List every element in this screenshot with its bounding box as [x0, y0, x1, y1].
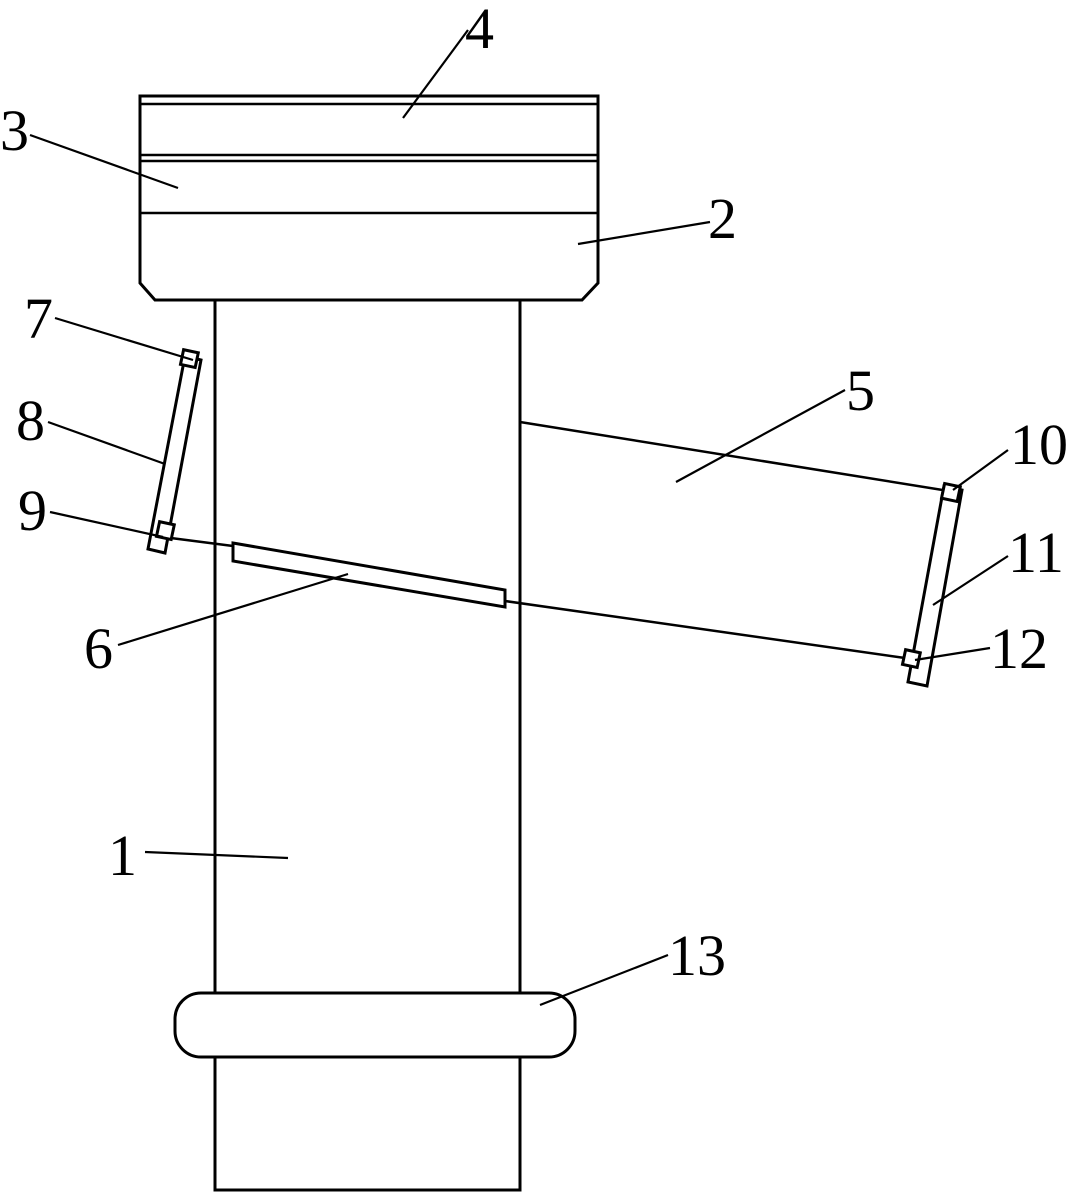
leader-10 — [952, 449, 1009, 491]
leader-5 — [675, 389, 846, 483]
leader-7 — [54, 316, 194, 362]
lower-wire-left — [162, 535, 234, 548]
leader-8 — [47, 420, 166, 466]
leader-4 — [402, 29, 469, 119]
leader-9 — [49, 510, 164, 539]
label-9: 9 — [18, 478, 47, 543]
label-7: 7 — [24, 286, 53, 351]
leader-3 — [29, 133, 179, 190]
head-block — [138, 94, 600, 302]
leader-11 — [932, 555, 1009, 606]
leader-6 — [117, 572, 349, 647]
label-11: 11 — [1008, 520, 1064, 585]
cross-plate — [231, 541, 507, 609]
label-3: 3 — [0, 98, 29, 163]
label-4: 4 — [465, 0, 494, 61]
upper-wire — [519, 420, 956, 494]
label-2: 2 — [708, 186, 737, 251]
leader-13 — [539, 953, 669, 1007]
label-1: 1 — [108, 823, 137, 888]
label-10: 10 — [1010, 412, 1068, 477]
leader-1 — [144, 850, 289, 860]
left-rod-bottom-clip — [154, 519, 177, 542]
lower-wire-right — [504, 599, 913, 661]
label-8: 8 — [16, 388, 45, 453]
label-13: 13 — [668, 923, 726, 988]
leader-12 — [914, 646, 991, 662]
label-6: 6 — [84, 616, 113, 681]
label-5: 5 — [846, 358, 875, 423]
label-12: 12 — [990, 616, 1048, 681]
leader-2 — [577, 220, 711, 246]
bottom-ring — [173, 991, 577, 1059]
